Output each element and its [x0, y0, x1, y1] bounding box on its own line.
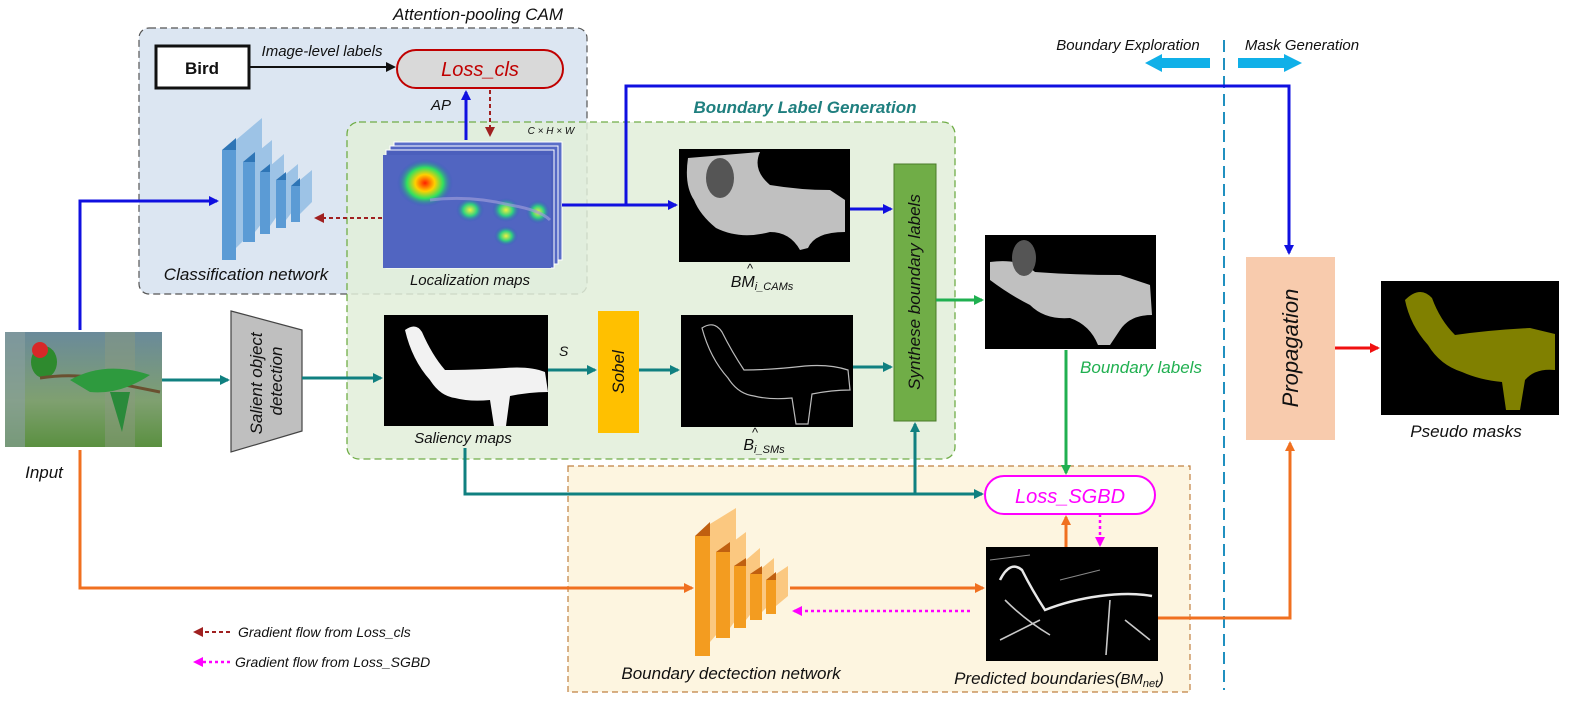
propagation-block — [1246, 257, 1335, 440]
legend-cls-text: Gradient flow from Loss_cls — [238, 624, 411, 640]
classification-network-icon — [222, 118, 312, 260]
classification-network-label: Classification network — [164, 265, 330, 284]
mask-generation-label: Mask Generation — [1245, 37, 1359, 54]
localization-maps-image — [383, 141, 563, 269]
pseudo-masks-label: Pseudo masks — [1410, 422, 1522, 441]
saliency-maps-image — [384, 315, 548, 426]
input-to-classification-arrow — [78, 196, 219, 330]
saliency-maps-label: Saliency maps — [414, 430, 512, 447]
bm-cams-hat: ^ — [747, 261, 754, 276]
legend: Gradient flow from Loss_cls Gradient flo… — [193, 624, 430, 670]
salient-detection-label: Salient object detection — [247, 328, 286, 435]
image-level-labels-text: Image-level labels — [262, 43, 383, 60]
predicted-boundaries-image — [986, 547, 1158, 661]
boundary-labels-image — [985, 235, 1156, 349]
b-sms-label: Bi_SMs — [743, 437, 785, 456]
cams-to-propagation-arrow — [624, 84, 1294, 255]
boundary-label-generation-title: Boundary Label Generation — [694, 98, 917, 117]
loss-cls-text: Loss_cls — [441, 59, 519, 81]
legend-sgbd-text: Gradient flow from Loss_SGBD — [235, 654, 430, 670]
chw-label: C × H × W — [528, 126, 576, 137]
bm-cams-label: BMi_CAMs — [731, 274, 794, 293]
sobel-block — [598, 311, 639, 433]
predicted-to-propagation-arrow — [1158, 441, 1295, 620]
loss-sgbd-box — [984, 475, 1156, 515]
boundary-labels-label: Boundary labels — [1080, 358, 1202, 377]
input-label: Input — [25, 463, 64, 482]
b-sms-hat: ^ — [752, 425, 759, 440]
propagation-label: Propagation — [1278, 289, 1303, 408]
left-cyan-arrow — [1145, 54, 1210, 72]
sobel-label: Sobel — [609, 349, 628, 394]
predicted-boundaries-label: Predicted boundaries(BMnet) — [954, 669, 1164, 690]
s-label: S — [559, 343, 569, 359]
loss-sgbd-text: Loss_SGBD — [1015, 486, 1125, 508]
saliency-to-loss-sgbd-arrow — [463, 448, 984, 499]
input-image — [5, 332, 162, 447]
bird-label: Bird — [185, 59, 219, 78]
bird-label-box — [154, 44, 251, 90]
boundary-detection-network-icon — [695, 508, 788, 656]
localization-maps-label: Localization maps — [410, 272, 531, 289]
right-cyan-arrow — [1238, 54, 1302, 72]
loss-cls-box — [396, 49, 564, 89]
b-sms-image — [681, 315, 853, 427]
boundary-exploration-label: Boundary Exploration — [1056, 37, 1199, 54]
input-to-bdn-arrow — [78, 450, 694, 593]
attention-pooling-title: Attention-pooling CAM — [392, 5, 564, 24]
salient-detection-block — [230, 310, 303, 453]
pseudo-masks-image — [1381, 281, 1559, 415]
synthese-block — [893, 163, 937, 422]
bm-cams-image — [679, 149, 850, 262]
boundary-detection-network-label: Boundary dectection network — [621, 664, 842, 683]
synthese-label: Synthese boundary labels — [905, 194, 924, 390]
ap-label: AP — [430, 97, 451, 114]
